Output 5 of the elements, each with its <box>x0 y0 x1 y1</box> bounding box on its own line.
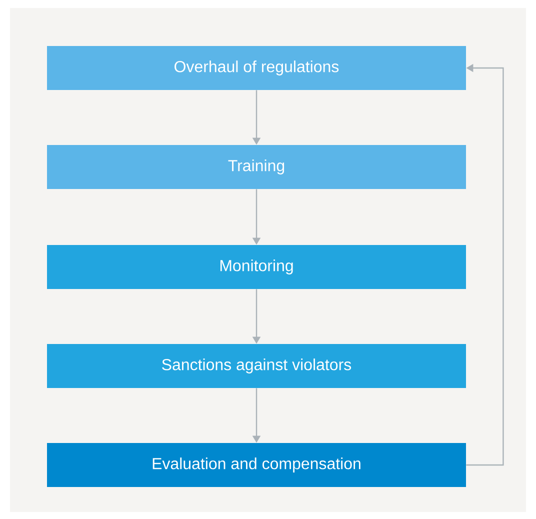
process-box: Monitoring <box>47 245 466 289</box>
process-box: Training <box>47 145 466 189</box>
process-box: Sanctions against violators <box>47 344 466 388</box>
process-box: Overhaul of regulations <box>47 46 466 90</box>
process-box: Evaluation and compensation <box>47 442 466 487</box>
